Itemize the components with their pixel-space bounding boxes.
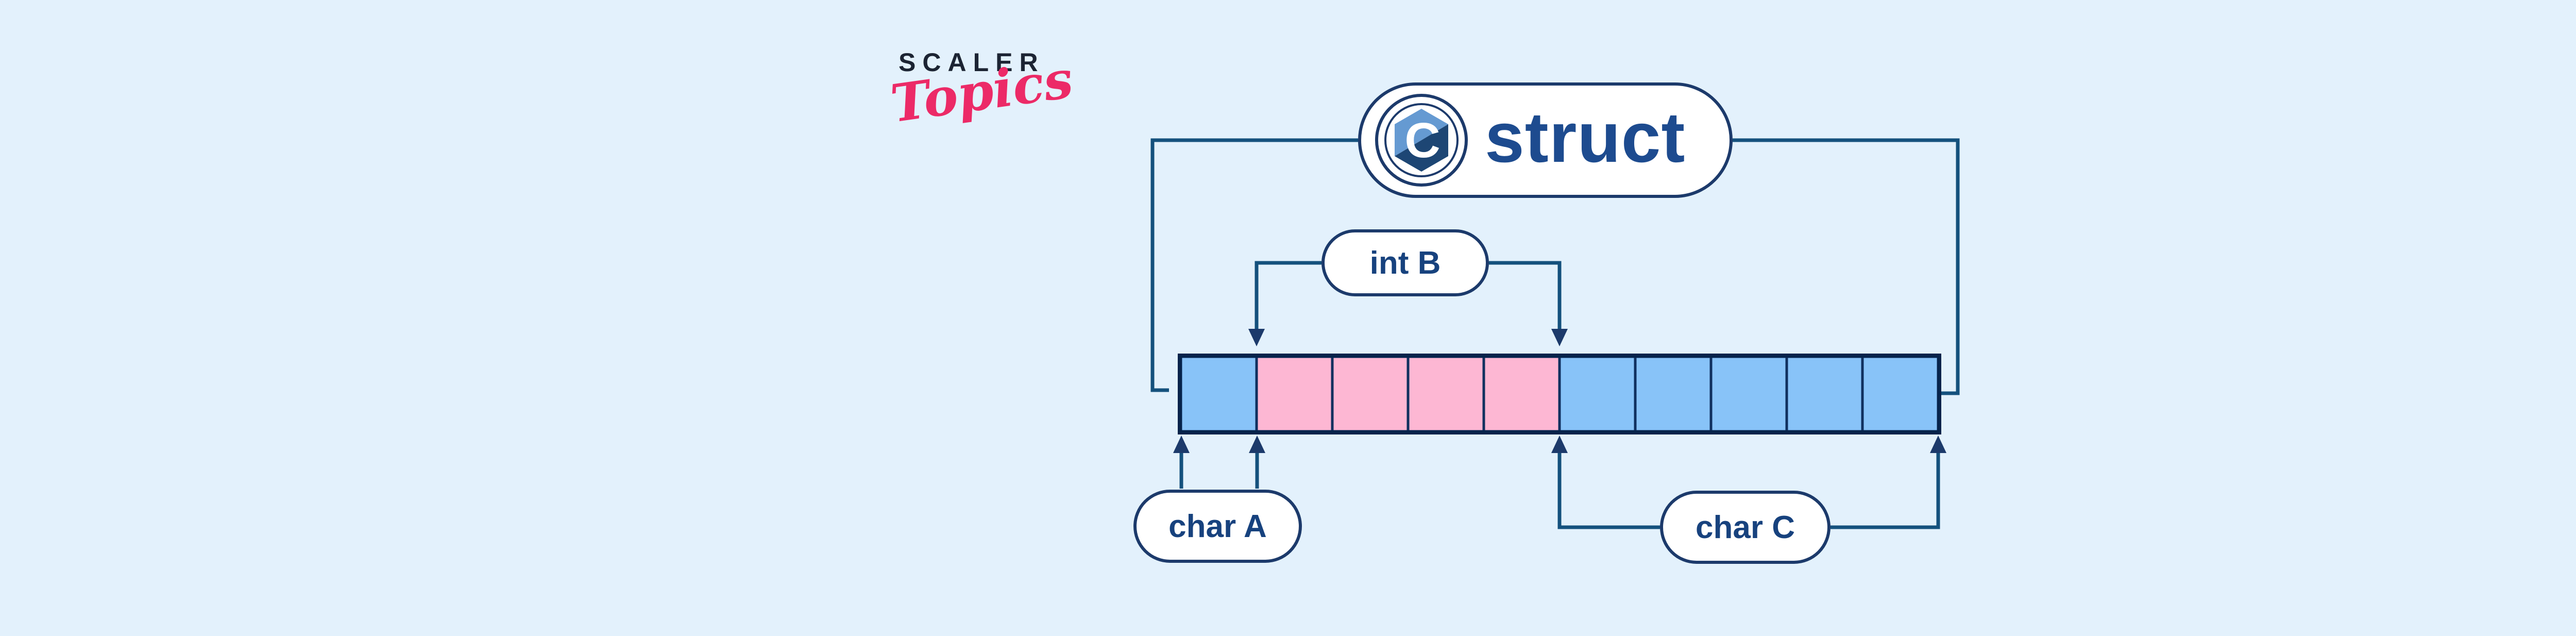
memory-cell-pink — [1482, 355, 1561, 433]
char-a-node: char A — [1133, 490, 1302, 563]
scaler-topics-logo: SCALER Topics — [887, 47, 1077, 134]
arrowhead-down-icon — [1551, 329, 1568, 346]
memory-cell-blue — [1785, 355, 1864, 433]
struct-bracket-left — [1150, 138, 1358, 392]
struct-label: struct — [1485, 97, 1686, 177]
arrowhead-up-icon — [1249, 436, 1265, 453]
memory-cell-pink — [1406, 355, 1485, 433]
arrowhead-up-icon — [1173, 436, 1190, 453]
memory-cell-pink — [1331, 355, 1410, 433]
char-a-label: char A — [1168, 508, 1267, 544]
memory-cell-blue — [1634, 355, 1713, 433]
memory-cell-blue — [1861, 355, 1940, 433]
arrowhead-up-icon — [1930, 436, 1946, 453]
int-b-connector-left — [1255, 261, 1321, 330]
memory-cell-pink — [1255, 355, 1334, 433]
memory-cell-blue — [1558, 355, 1637, 433]
char-c-connector-right — [1831, 452, 1940, 529]
int-b-label: int B — [1369, 245, 1441, 281]
arrowhead-down-icon — [1248, 329, 1265, 346]
svg-text:C: C — [1404, 113, 1440, 168]
char-c-node: char C — [1660, 491, 1831, 564]
memory-cell-blue — [1709, 355, 1788, 433]
int-b-node: int B — [1321, 229, 1489, 296]
scaler-wordmark: SCALER — [899, 48, 1045, 77]
arrowhead-up-icon — [1551, 436, 1568, 453]
struct-node: C struct — [1358, 82, 1733, 198]
memory-byte-array — [1178, 354, 1941, 434]
c-language-logo-icon: C — [1375, 94, 1468, 187]
char-c-label: char C — [1696, 509, 1795, 545]
memory-cell-blue — [1179, 355, 1258, 433]
struct-bracket-right — [1733, 138, 1960, 395]
char-c-connector-left — [1557, 452, 1660, 529]
memory-array-frame — [1178, 354, 1941, 434]
int-b-connector-right — [1489, 261, 1562, 330]
